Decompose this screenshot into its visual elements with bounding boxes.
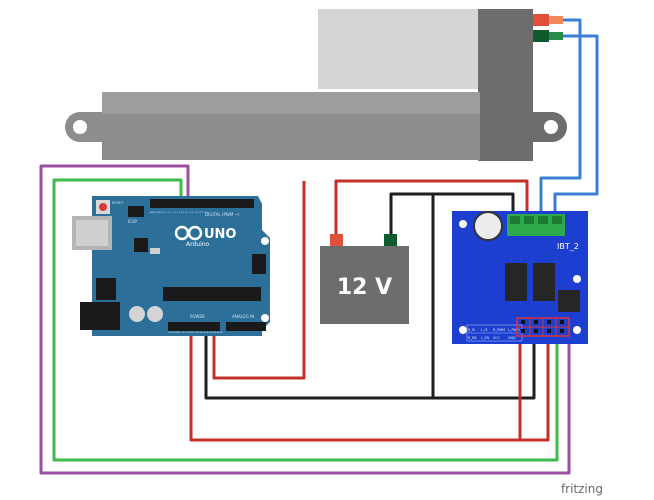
wire-red-driver-vcc [520, 336, 550, 442]
driver-pin-label: VCC [493, 336, 501, 340]
driver-pin-label: R_EN [468, 336, 477, 340]
usb-chip [134, 238, 148, 252]
battery-terminal-positive [330, 234, 343, 246]
driver-screw-3 [538, 216, 548, 224]
actuator-terminal-black [533, 30, 549, 42]
fritzing-credit: fritzing [561, 482, 603, 496]
driver-label: IBT_2 [557, 242, 579, 251]
actuator-terminal-black-tip [549, 32, 563, 40]
analog-label: ANALOG IN [232, 314, 254, 319]
icsp-header-top [128, 206, 144, 217]
driver-mosfet-2 [533, 263, 555, 301]
actuator-terminal-red-tip [549, 16, 563, 24]
driver-mount-hole-2 [573, 275, 581, 283]
arduino-mount-hole-2 [261, 314, 269, 322]
wire-red-battery-to-arduino [212, 181, 306, 380]
actuator-motor-housing [478, 9, 533, 161]
wire-black-ground-bus [204, 194, 435, 400]
driver-pin-label: L_IS [481, 328, 488, 332]
driver-screw-1 [510, 216, 520, 224]
actuator-left-mount-hole [73, 120, 87, 134]
arduino-brand-label: Arduino [186, 241, 210, 248]
driver-pin-label: L_EN [481, 336, 490, 340]
linear-actuator [65, 9, 567, 161]
wire-red-arduino-to-driver [189, 332, 522, 442]
actuator-right-mount-hole [544, 120, 558, 134]
driver-logic-chip [558, 290, 580, 312]
reset-label: RESET [112, 201, 124, 205]
driver-screw-4 [552, 216, 562, 224]
actuator-tube-highlight [102, 92, 480, 114]
battery-terminal-negative [384, 234, 397, 246]
regulator [96, 278, 116, 300]
wire-blue-2 [553, 34, 599, 218]
digital-label: DIGITAL (PWM ~) [205, 212, 240, 217]
driver-pin-labels: R_IS L_IS R_PWM L_PWM R_EN L_EN VCC GND [468, 328, 520, 340]
driver-pins [521, 320, 564, 333]
reset-button-cap [99, 203, 107, 211]
analog-header [226, 322, 266, 331]
usb-port-inner [76, 220, 108, 246]
driver-screw-terminal [507, 214, 565, 236]
actuator-rod [318, 9, 481, 89]
power-label: POWER [190, 314, 205, 319]
icsp-label: ICSP [128, 219, 138, 224]
wire-black-battery-to-driver [389, 192, 515, 238]
digital-header [150, 199, 254, 208]
driver-mount-hole-3 [573, 326, 581, 334]
arduino-top-pin-labels: AREF GND 13 12 ~11 ~10 ~9 8 7 ~6 ~5 4 ~3… [150, 211, 210, 214]
capacitor-2 [147, 306, 163, 322]
battery-body [320, 246, 409, 324]
driver-mount-hole-1 [459, 220, 467, 228]
power-header [168, 322, 220, 331]
driver-pin-label: R_IS [468, 328, 475, 332]
arduino-mount-hole-1 [261, 237, 269, 245]
wire-purple [39, 164, 571, 475]
battery-label: 12 V [337, 275, 392, 300]
actuator-terminal-red [533, 14, 549, 26]
power-jack [80, 302, 120, 330]
driver-capacitor [473, 211, 503, 241]
wire-blue-1 [539, 18, 582, 218]
driver-pin-label: L_PWM [508, 328, 520, 332]
driver-pin-label: GND [508, 336, 516, 340]
arduino-logo: UNO Arduino [174, 225, 237, 248]
wire-black-driver-gnd [433, 336, 536, 400]
driver-mosfet-1 [505, 263, 527, 301]
driver-pin-label: R_PWM [493, 328, 505, 332]
battery-12v: 12 V [320, 234, 409, 324]
driver-mount-hole-4 [459, 326, 467, 334]
wire-green [52, 178, 559, 462]
wires [39, 18, 599, 475]
arduino-model-label: UNO [204, 227, 237, 242]
microcontroller-chip [163, 287, 261, 301]
driver-screw-2 [524, 216, 534, 224]
arduino-bottom-pin-labels: IOREF RESET 3V3 5V GND GND Vin A0 A1 A2 … [168, 331, 223, 334]
arduino-uno: RESET DIGITAL (PWM ~) ICSP UNO Arduino P… [72, 196, 270, 336]
crystal [150, 248, 160, 254]
wire-red-battery-to-driver [334, 179, 529, 238]
capacitor-1 [129, 306, 145, 322]
ibt2-driver: IBT_2 R_IS L_IS R_PWM L_PWM R_EN L_EN VC… [452, 211, 588, 344]
icsp-header-right [252, 254, 266, 274]
